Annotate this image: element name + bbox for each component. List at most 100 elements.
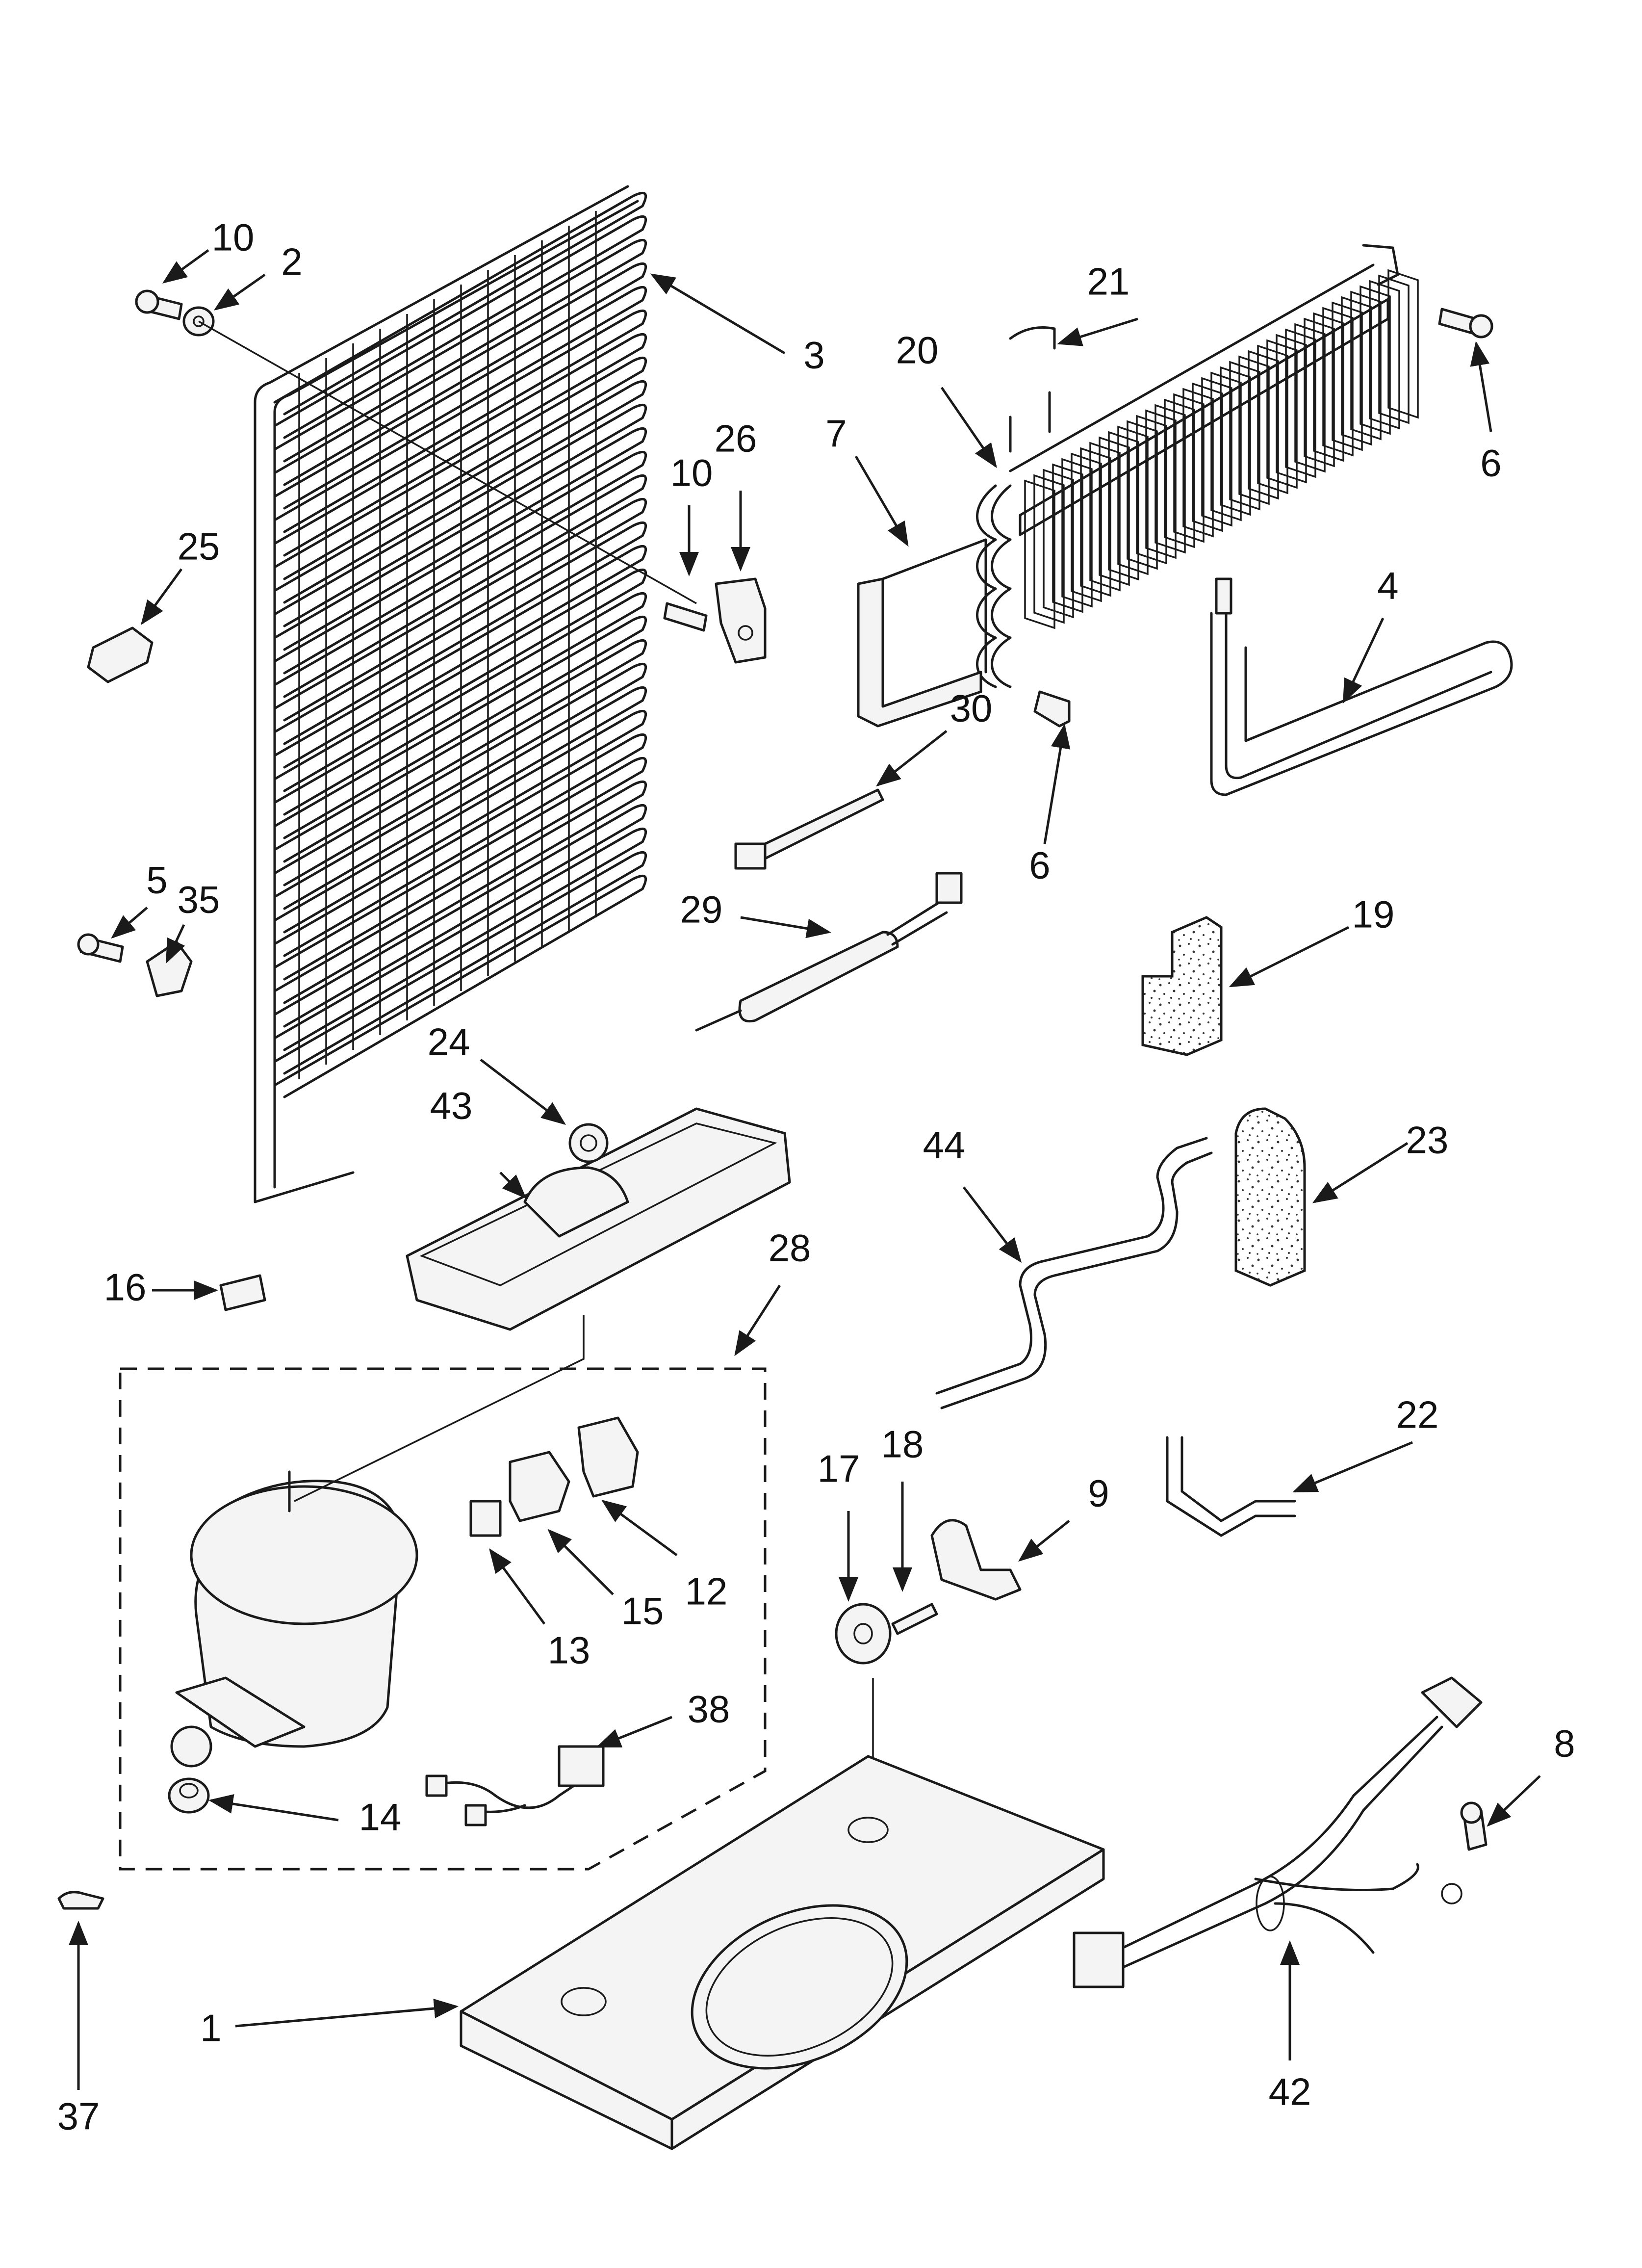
callout-13: 13	[548, 1629, 590, 1672]
defrost-heater	[1210, 577, 1513, 796]
relay-15	[509, 1451, 570, 1522]
coil-row	[273, 450, 647, 675]
callout-10-top: 10	[212, 216, 255, 259]
coil-row	[273, 592, 647, 816]
coil-row	[273, 215, 647, 439]
drain-pan-43	[406, 1107, 791, 1331]
relay-cover-12	[577, 1416, 639, 1498]
evaporator-fin	[1350, 290, 1382, 441]
callout-2: 2	[281, 240, 302, 284]
evaporator-fin	[1276, 334, 1307, 484]
coil-row	[273, 851, 647, 1075]
screw-6-right	[1438, 308, 1493, 339]
evaporator-fin	[1378, 274, 1410, 424]
coil-row	[273, 191, 647, 416]
leader-lines	[69, 249, 1541, 2090]
callout-19: 19	[1352, 893, 1395, 936]
evaporator-fin	[1322, 307, 1354, 457]
coil-row	[273, 686, 647, 910]
callout-44: 44	[923, 1123, 966, 1167]
wire-harness-42	[1073, 1676, 1483, 1988]
tube-44	[935, 1137, 1213, 1409]
callout-28: 28	[769, 1226, 811, 1270]
coil-row	[273, 780, 647, 1004]
callout-24: 24	[428, 1020, 470, 1064]
screw-6-mid	[1033, 690, 1071, 728]
evaporator-fin	[1080, 447, 1111, 597]
evaporator-fin	[1192, 382, 1223, 532]
base-pan-1	[460, 1755, 1105, 2150]
callout-10-mid: 10	[670, 451, 713, 495]
evaporator-fin	[1220, 366, 1251, 516]
callout-30: 30	[950, 687, 993, 730]
evaporator-fin	[1024, 479, 1055, 629]
evaporator-fin	[1033, 474, 1065, 624]
kit-leader-line	[294, 1315, 585, 1502]
coil-row	[273, 356, 647, 580]
evaporator-fin	[1341, 296, 1372, 446]
evaporator-fin	[1127, 420, 1158, 570]
callout-17: 17	[818, 1447, 860, 1490]
wheel-17	[835, 1603, 892, 1805]
evaporator-fin	[1155, 404, 1186, 554]
callout-4: 4	[1377, 564, 1398, 607]
evaporator	[976, 244, 1419, 688]
callout-37: 37	[57, 2095, 100, 2138]
screw-10-top	[135, 289, 183, 320]
callout-20: 20	[896, 329, 939, 372]
coil-row	[273, 238, 647, 463]
coil-row	[273, 427, 647, 651]
spacer-2	[182, 306, 697, 604]
drain-trough	[857, 538, 987, 728]
evaporator-fin	[1071, 452, 1102, 602]
evaporator-fin	[1369, 280, 1400, 430]
cable-tie-30	[734, 788, 884, 870]
callout-38: 38	[688, 1688, 730, 1731]
compressor-kit-box	[119, 1367, 767, 1871]
evaporator-fin	[1173, 393, 1205, 543]
evaporator-fin	[1182, 388, 1214, 538]
evaporator-fin	[1145, 409, 1177, 559]
callout-16: 16	[104, 1266, 147, 1309]
grommet-14	[168, 1777, 210, 1814]
screw-10-mid	[663, 602, 708, 632]
evaporator-fin	[1201, 377, 1232, 527]
evaporator-fin	[1164, 398, 1195, 548]
evaporator-fin	[1360, 285, 1391, 435]
callout-21: 21	[1087, 260, 1130, 303]
callout-43: 43	[430, 1084, 473, 1127]
clip-35	[146, 940, 193, 997]
evaporator-fin	[1108, 431, 1139, 581]
evaporator-fin	[1248, 350, 1279, 500]
evaporator-fin	[1061, 458, 1093, 608]
bracket-26	[715, 577, 767, 664]
clip-25	[87, 626, 154, 683]
evaporator-fin	[1052, 463, 1083, 613]
coil-row	[273, 545, 647, 769]
callout-26: 26	[715, 417, 757, 460]
evaporator-fin	[1285, 328, 1316, 478]
clip-21	[1009, 326, 1056, 350]
evaporator-fin	[1266, 339, 1298, 489]
evaporator-fin	[1257, 344, 1288, 495]
callout-3: 3	[803, 334, 824, 377]
coil-row	[273, 756, 647, 981]
evaporator-fin	[1117, 425, 1149, 575]
coil-row	[273, 639, 647, 863]
evaporator-fin	[1099, 436, 1130, 586]
axle-18	[891, 1603, 938, 1635]
coil-row	[273, 521, 647, 745]
evaporator-fin	[1313, 312, 1344, 462]
drier-29	[695, 872, 963, 1032]
evaporator-fin	[1229, 361, 1260, 511]
evaporator-fin	[1387, 269, 1419, 419]
callout-25: 25	[178, 525, 220, 568]
coil-row	[273, 827, 647, 1051]
callout-5: 5	[146, 859, 167, 902]
coil-row	[273, 380, 647, 604]
coil-row	[273, 804, 647, 1028]
callout-29: 29	[680, 888, 723, 931]
coil-row	[273, 615, 647, 839]
callout-1: 1	[200, 2007, 221, 2050]
